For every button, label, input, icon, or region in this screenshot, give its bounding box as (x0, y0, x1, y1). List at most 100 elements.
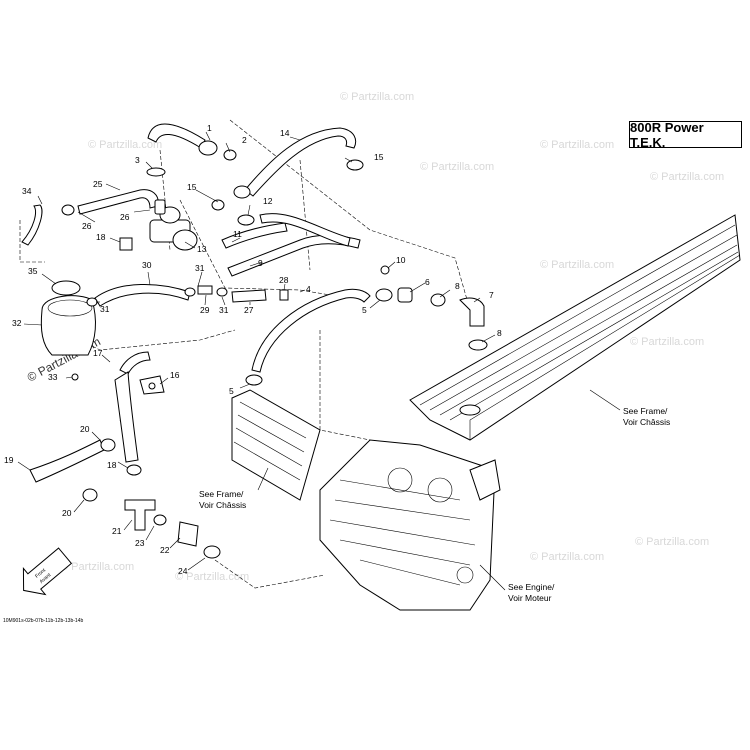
fitting-6 (397, 287, 413, 303)
nut-10 (380, 265, 390, 275)
fitting-18-top (119, 237, 133, 251)
callout-22: 22 (160, 545, 170, 555)
hose-30 (94, 283, 191, 307)
cap-35 (51, 280, 81, 296)
hose-14 (244, 127, 357, 197)
callout-3: 3 (135, 155, 140, 165)
callout-15b: 15 (374, 152, 384, 162)
callout-28: 28 (279, 275, 289, 285)
callout-20a: 20 (80, 424, 90, 434)
fitting-26 (154, 199, 166, 215)
clamp-31-a (86, 297, 98, 307)
callout-19: 19 (4, 455, 14, 465)
hose-1-end (198, 140, 218, 156)
clamp-5-a (375, 288, 393, 302)
callout-7: 7 (489, 290, 494, 300)
tee-21 (124, 499, 156, 531)
callout-31a: 31 (195, 263, 205, 273)
hose-4 (251, 288, 371, 373)
callout-24: 24 (178, 566, 188, 576)
watermark: © Partzilla.com (175, 571, 249, 583)
note-engine-1: See Engine/ (508, 582, 555, 592)
hose-18-pipe (114, 371, 139, 463)
clamp-3 (146, 167, 166, 177)
hose-12 (259, 213, 351, 247)
callout-5a: 5 (362, 305, 367, 315)
leader-lines (17, 131, 621, 591)
callout-21: 21 (112, 526, 122, 536)
clamp-31-c (216, 287, 228, 297)
coupler-15 (233, 185, 251, 199)
callout-15a: 15 (187, 182, 197, 192)
model-title: 800R Power T.E.K. (629, 120, 742, 150)
callouts: 1 2 3 14 15 15 12 13 11 9 10 6 8 7 8 5 5… (4, 123, 502, 576)
callout-29: 29 (200, 305, 210, 315)
hose-19 (29, 439, 105, 483)
clamp-12 (237, 214, 255, 226)
callout-31b: 31 (100, 304, 110, 314)
watermark: © Partzilla.com (420, 161, 494, 173)
callout-18b: 18 (107, 460, 117, 470)
note-frame-left-2: Voir Châssis (199, 500, 246, 510)
note-frame-right-1: See Frame/ (623, 406, 668, 416)
callout-11: 11 (233, 229, 242, 239)
callout-35: 35 (28, 266, 38, 276)
callout-33: 33 (48, 372, 58, 382)
clamp-26 (61, 204, 75, 216)
tube-34 (21, 204, 43, 246)
clamp-31-b (184, 287, 196, 297)
watermark: © Partzilla.com (340, 91, 414, 103)
callout-5b: 5 (229, 386, 234, 396)
callout-4: 4 (306, 284, 311, 294)
callout-8b: 8 (497, 328, 502, 338)
callout-20b: 20 (62, 508, 72, 518)
notes: See Frame/ Voir Châssis See Frame/ Voir … (199, 406, 670, 603)
hose-11 (221, 222, 288, 249)
watermark: © Partzilla.com (540, 139, 614, 151)
clamp-20-a (100, 438, 116, 452)
callout-31c: 31 (219, 305, 229, 315)
callout-13: 13 (197, 244, 207, 254)
callout-18a: 18 (96, 232, 106, 242)
clamp-18-b (126, 464, 142, 476)
radiator (231, 389, 321, 501)
hose-27 (231, 289, 267, 303)
callout-1: 1 (207, 123, 212, 133)
bolt-33 (71, 373, 79, 381)
hose-22 (177, 521, 199, 547)
clamp-23 (153, 514, 167, 526)
note-frame-left-1: See Frame/ (199, 489, 244, 499)
note-engine-2: Voir Moteur (508, 593, 552, 603)
callout-9: 9 (258, 258, 263, 268)
watermark: © Partzilla.com (635, 536, 709, 548)
watermark: © Partzilla.com (88, 139, 162, 151)
hose-7 (459, 297, 485, 327)
clamp-15-b (346, 159, 364, 171)
callout-30: 30 (142, 260, 152, 270)
clamp-2 (223, 149, 237, 161)
note-frame-right-2: Voir Châssis (623, 417, 670, 427)
clamp-24 (203, 545, 221, 559)
hoses (29, 123, 485, 547)
callout-14: 14 (280, 128, 290, 138)
fitting-29 (197, 285, 213, 295)
hose-17 (119, 351, 151, 375)
callout-27: 27 (244, 305, 254, 315)
diagram-code: 10M901s-02b-07b-11b-12b-13b-14b (3, 618, 83, 624)
callout-6: 6 (425, 277, 430, 287)
clamp-8-b (468, 339, 488, 351)
callout-23: 23 (135, 538, 145, 548)
callout-25: 25 (93, 179, 103, 189)
clamp-8-a (430, 293, 446, 307)
front-arrow: Front Avant (22, 547, 73, 596)
callout-26-left: 26 (82, 221, 92, 231)
callout-2: 2 (242, 135, 247, 145)
heat-exchanger (409, 214, 741, 441)
watermark: © Partzilla.com (540, 259, 614, 271)
reservoir-32 (40, 295, 96, 356)
watermark: © Partzilla.com (650, 171, 724, 183)
callout-32: 32 (12, 318, 22, 328)
clamp-20-b (82, 488, 98, 502)
clamp-15-a (211, 199, 225, 211)
